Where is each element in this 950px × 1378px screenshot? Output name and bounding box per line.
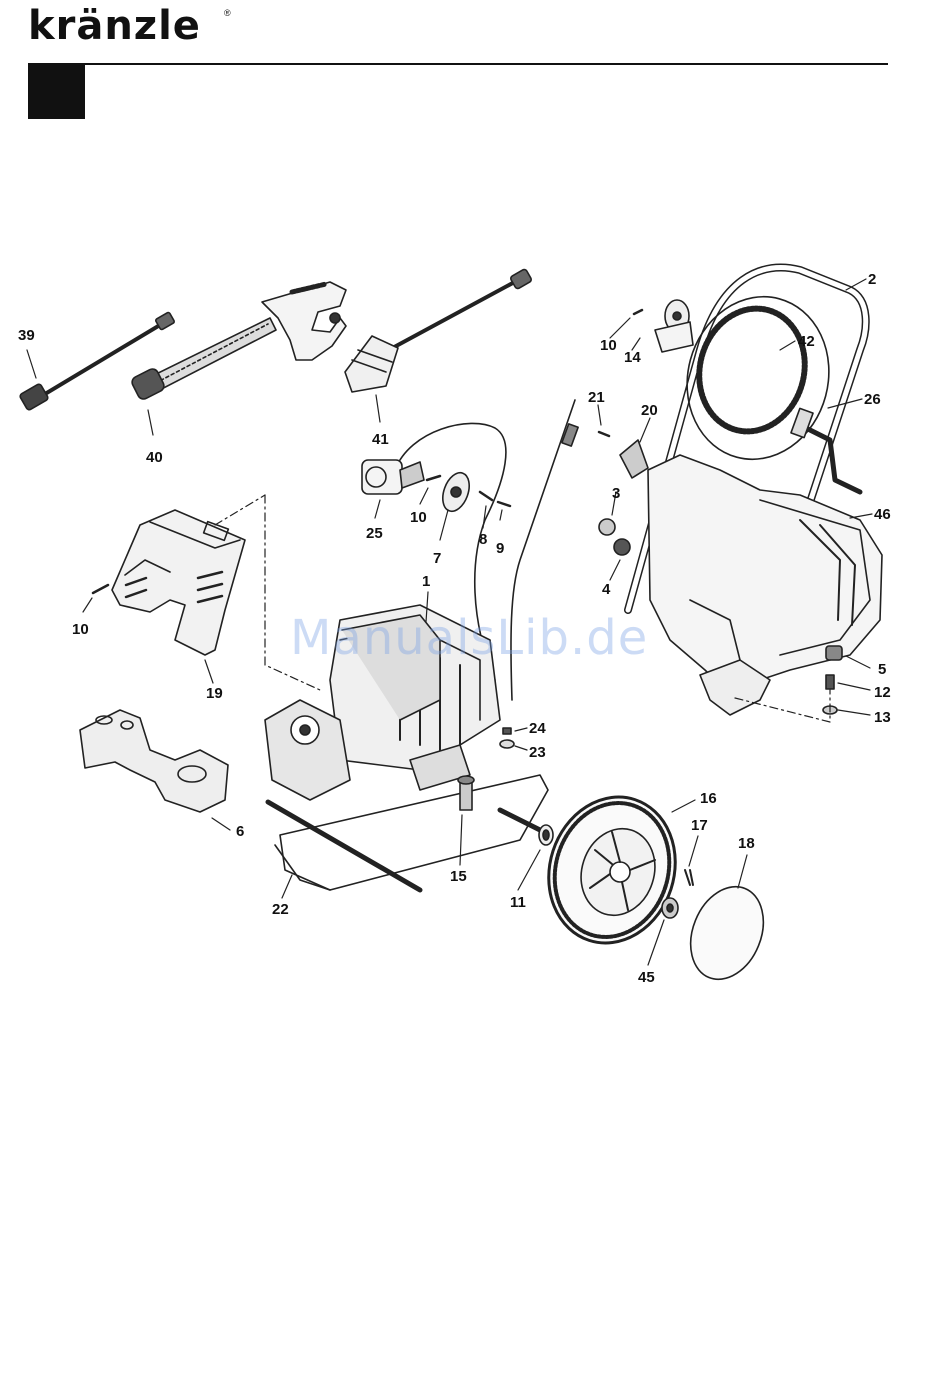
- callout-20: 20: [641, 402, 658, 419]
- part-42-hose-reel: [669, 281, 860, 492]
- watermark: ManualsLib.de: [290, 610, 648, 666]
- callout-15: 15: [450, 868, 467, 885]
- callout-45: 45: [638, 969, 655, 986]
- part-6-handle-bracket: [80, 710, 228, 812]
- callout-9: 9: [496, 540, 504, 557]
- callout-12: 12: [874, 684, 891, 701]
- callout-26: 26: [864, 391, 881, 408]
- part-19-hood-cover: [112, 510, 245, 655]
- part-16-wheel: [530, 780, 694, 959]
- part-5-foot: [826, 646, 842, 660]
- assembly-dashline-19b: [215, 495, 265, 525]
- callout-2: 2: [868, 271, 876, 288]
- part-3-4-nuts: [599, 519, 630, 555]
- callout-13: 13: [874, 709, 891, 726]
- callout-4: 4: [602, 581, 611, 598]
- callout-25: 25: [366, 525, 383, 542]
- callout-24: 24: [529, 720, 546, 737]
- callout-21: 21: [588, 389, 605, 406]
- callout-1: 1: [422, 573, 430, 590]
- callout-42: 42: [798, 333, 815, 350]
- callout-10-cable: 10: [410, 509, 427, 526]
- callout-18: 18: [738, 835, 755, 852]
- callout-39: 39: [18, 327, 35, 344]
- callout-40: 40: [146, 449, 163, 466]
- callout-14: 14: [624, 349, 641, 366]
- part-46-housing: [648, 455, 882, 715]
- part-20-holder: [620, 440, 648, 478]
- callout-3: 3: [612, 485, 620, 502]
- part-23-24-screw-washer: [500, 728, 514, 748]
- part-18-hub-cap: [677, 876, 776, 990]
- callout-22: 22: [272, 901, 289, 918]
- part-15-fitting: [458, 776, 474, 810]
- callout-10-cover: 10: [72, 621, 89, 638]
- part-spray-gun: [262, 282, 346, 360]
- part-7-cable-clamp: [438, 469, 474, 515]
- callout-8: 8: [479, 531, 487, 548]
- part-11-washer: [539, 825, 553, 845]
- callout-23: 23: [529, 744, 546, 761]
- callout-7: 7: [433, 550, 441, 567]
- callout-6: 6: [236, 823, 244, 840]
- part-45-washer: [662, 898, 678, 918]
- callout-17: 17: [691, 817, 708, 834]
- callout-41: 41: [372, 431, 389, 448]
- callout-19: 19: [206, 685, 223, 702]
- callout-11: 11: [510, 894, 526, 911]
- part-17-split-pin: [685, 870, 693, 885]
- callout-46: 46: [874, 506, 891, 523]
- part-41-rotor-nozzle-lance: [345, 268, 532, 392]
- callout-5: 5: [878, 661, 886, 678]
- callout-16: 16: [700, 790, 717, 807]
- part-14-reel-hub: [655, 300, 693, 352]
- callout-10-reel: 10: [600, 337, 617, 354]
